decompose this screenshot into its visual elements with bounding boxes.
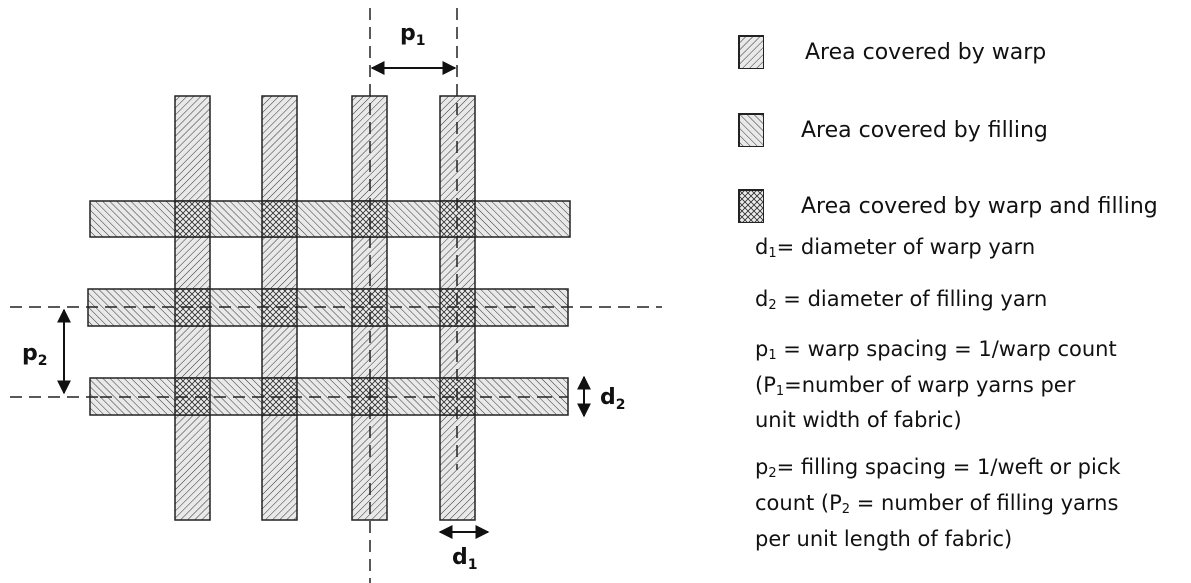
p2-label: p2 (22, 341, 48, 369)
legend-item-warp (738, 34, 764, 70)
definition-d1: d1= diameter of warp yarn (755, 235, 1036, 261)
p1-label: p1 (400, 21, 426, 49)
definition-p1-note: (P1=number of warp yarns per (755, 373, 1076, 399)
definition-p2-line3: per unit length of fabric) (755, 527, 1013, 551)
filling-yarn-1 (89, 200, 571, 238)
d2-label: d2 (600, 385, 626, 413)
definition-d2: d2 = diameter of filling yarn (755, 287, 1048, 313)
legend-item-both (738, 188, 764, 224)
center-lines (10, 8, 662, 583)
filling-yarns (87, 200, 571, 416)
filling-hatch-swatch (738, 113, 764, 147)
weave-diagram: p1 p2 d2 d1 (10, 8, 662, 583)
dimension-arrows (57, 61, 591, 539)
legend-label-warp: Area covered by warp (805, 40, 1047, 65)
definition-p1-note-line2: unit width of fabric) (755, 408, 962, 432)
definition-p2: p2= filling spacing = 1/weft or pick (755, 455, 1121, 481)
warp-hatch-swatch (738, 35, 764, 69)
legend-label-filling: Area covered by filling (801, 118, 1048, 143)
definition-p1: p1 = warp spacing = 1/warp count (755, 337, 1117, 363)
d1-label: d1 (452, 545, 478, 573)
crosshatch-swatch (738, 189, 764, 223)
legend-label-both: Area covered by warp and filling (801, 194, 1158, 219)
legend-item-filling (738, 112, 764, 148)
definition-p2-line2: count (P2 = number of filling yarns (755, 491, 1119, 517)
